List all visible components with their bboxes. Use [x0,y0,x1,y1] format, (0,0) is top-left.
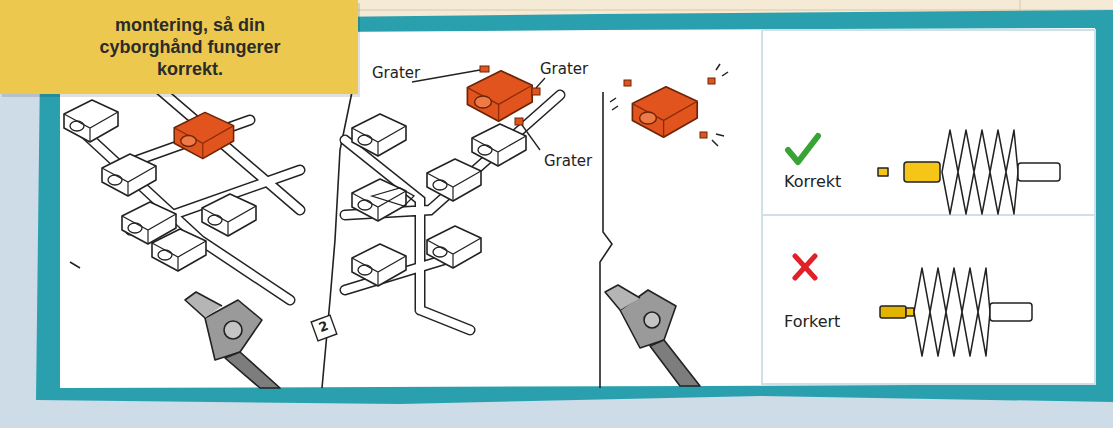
note-text: montering, så din cyborghånd fungerer ko… [92,14,288,80]
sprue-middle [311,95,560,341]
part-label: Grater [540,60,588,78]
sprue-left [64,90,300,300]
side-cutter [185,292,280,388]
part-label: Grater [544,152,592,170]
highlighted-part [174,112,233,158]
note-box: montering, så din cyborghånd fungerer ko… [0,0,358,94]
leader-lines [412,70,545,150]
teal-frame [36,10,1113,404]
check-mark [788,136,818,162]
part-burrs-removed [610,64,728,146]
panel-dividers [322,30,1095,388]
part-label: Grater [372,64,420,82]
cross-mark [795,256,815,278]
side-cutter [605,285,700,386]
status-label: Forkert [784,312,840,331]
shaft-correct [878,130,1060,214]
shaft-wrong [880,268,1032,356]
part-with-burrs [467,66,540,125]
status-label: Korrekt [784,172,841,191]
